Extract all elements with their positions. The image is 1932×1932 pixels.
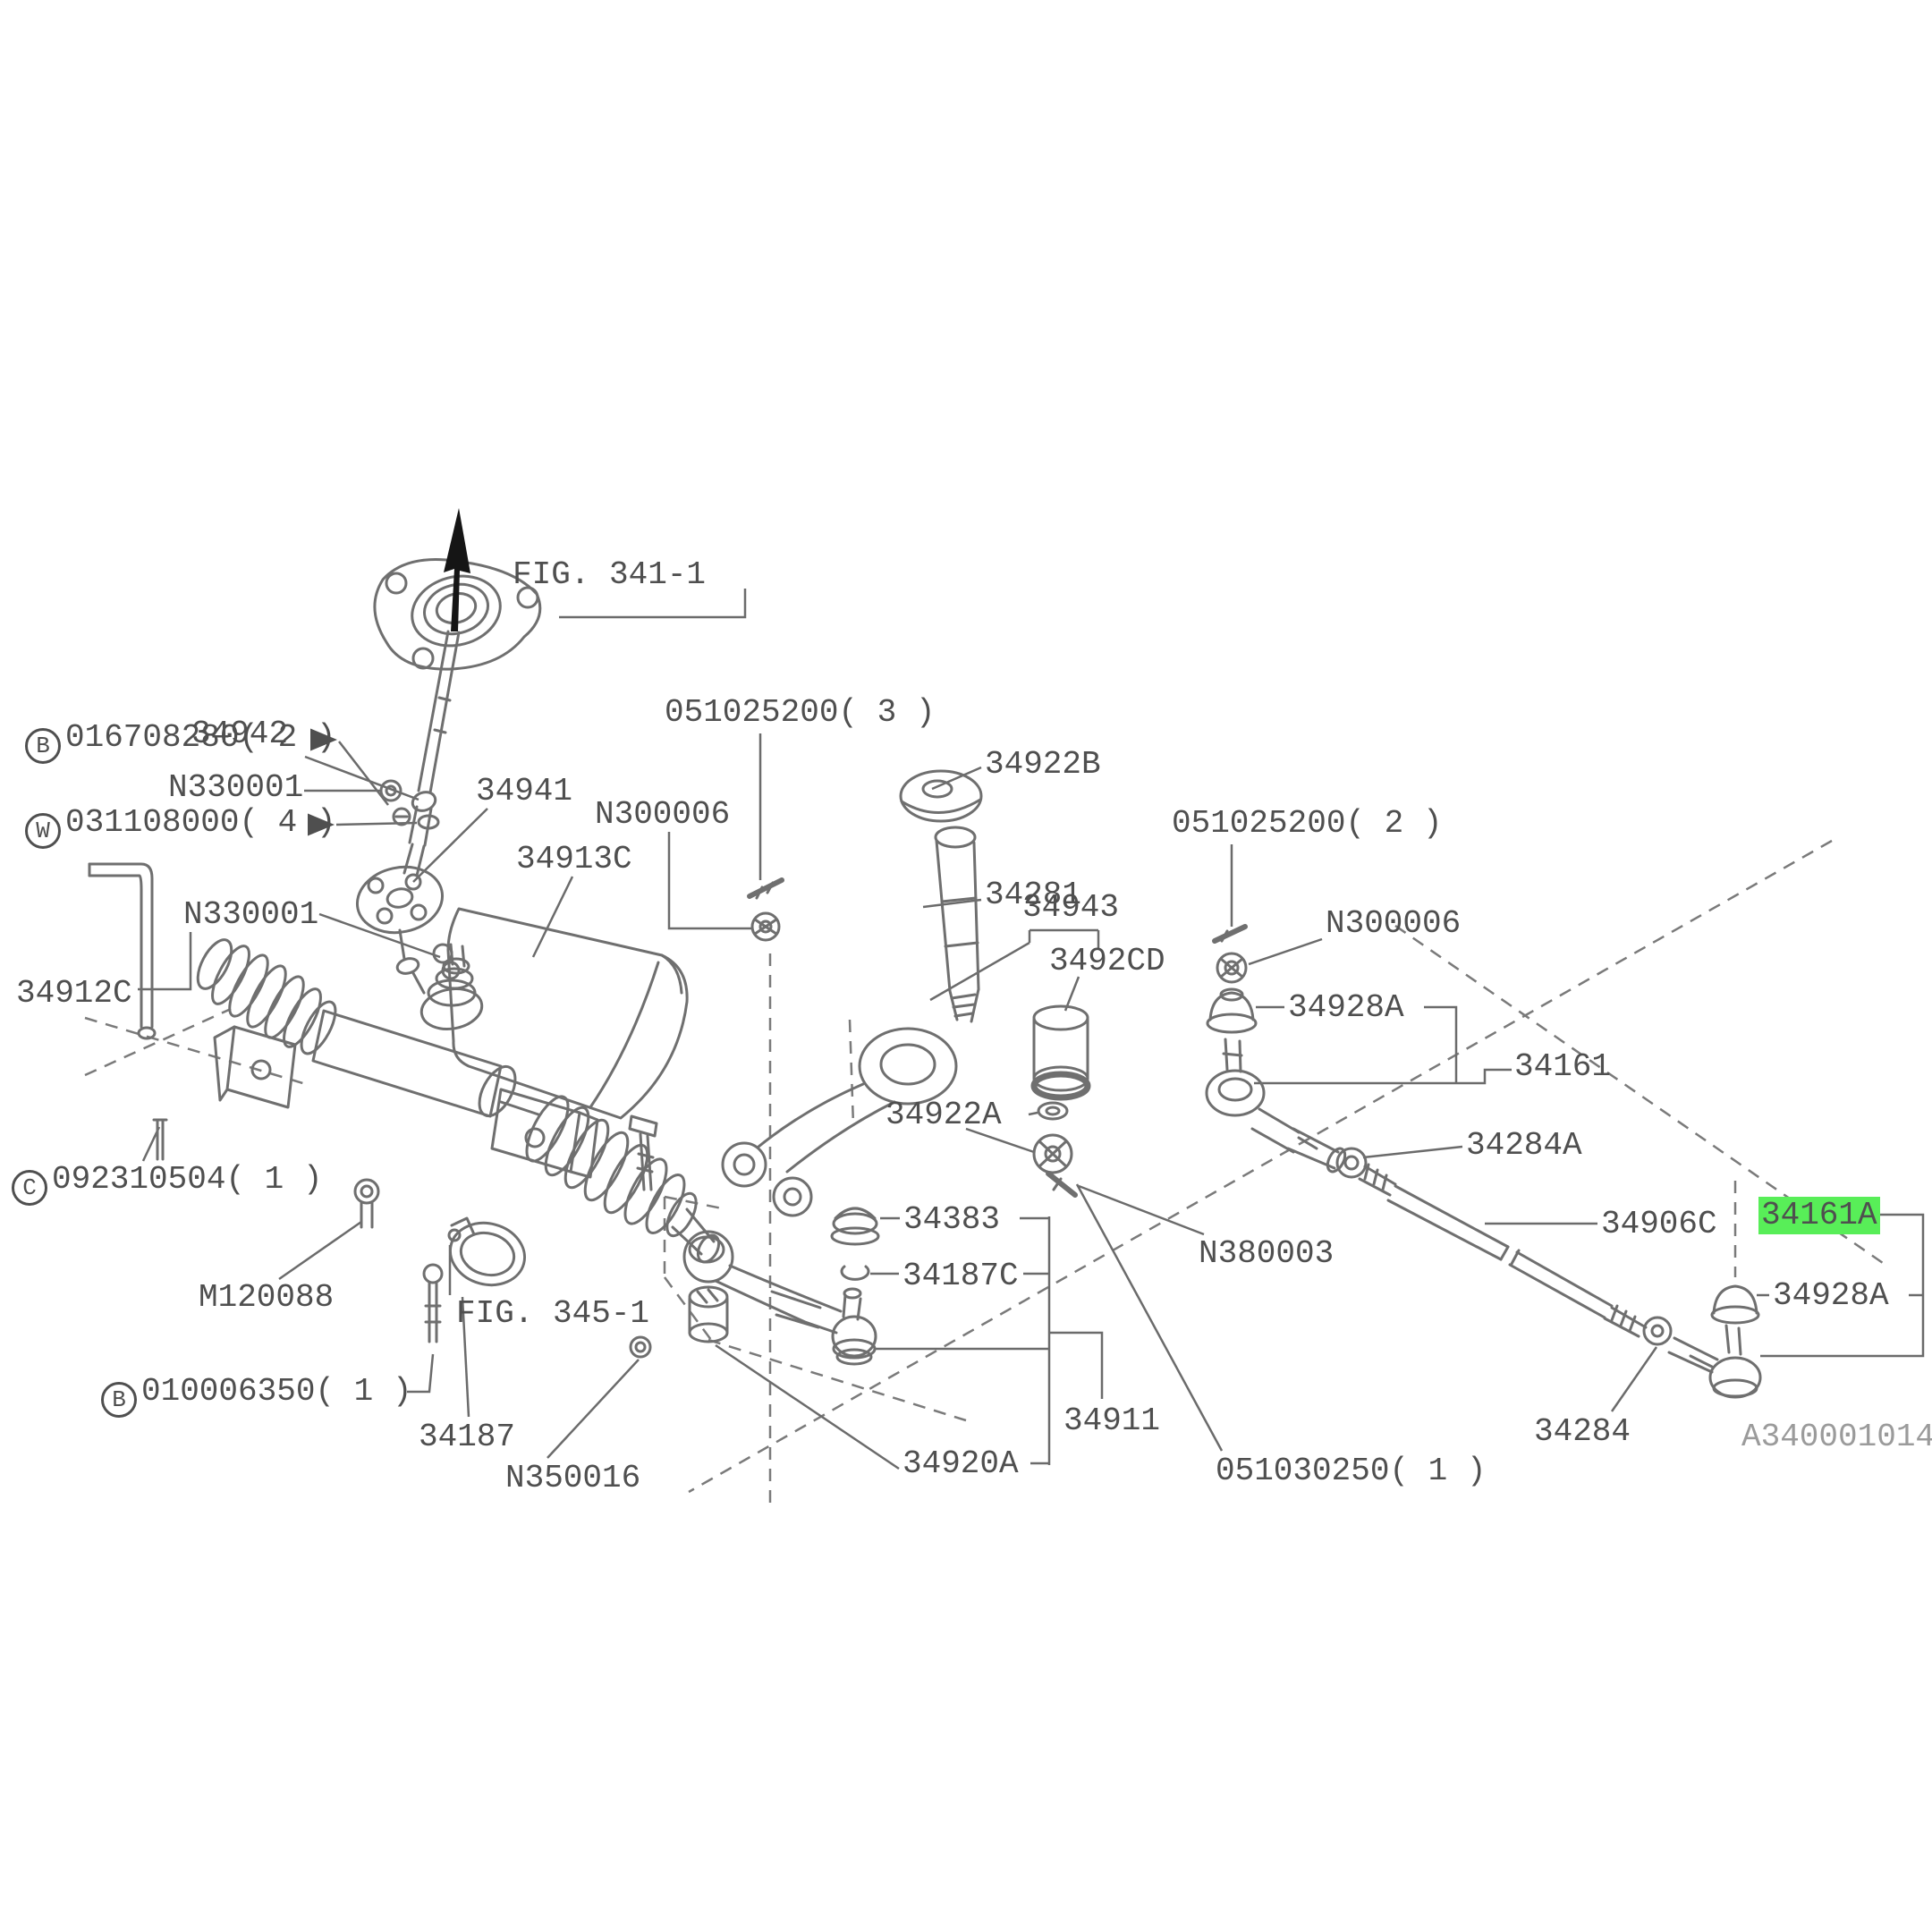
- part-number-text: 031108000( 4 ): [65, 804, 336, 841]
- boot-clamp: [447, 1216, 527, 1287]
- part-number-text: M120088: [199, 1279, 335, 1316]
- part-number-text: 34911: [1063, 1402, 1161, 1439]
- part-number-text: N380003: [1199, 1235, 1335, 1272]
- coupling-flange: [355, 865, 445, 995]
- part-number-text: 34928A: [1288, 989, 1404, 1026]
- part-number-text: 34913C: [516, 841, 632, 877]
- steering-rack: [196, 938, 721, 1264]
- part-label-n350016: N350016: [505, 1460, 640, 1497]
- part-number-text: N350016: [505, 1460, 641, 1496]
- part-label-051025200-3: 051025200( 3 ): [665, 694, 935, 732]
- part-label-34284a: 34284A: [1466, 1127, 1582, 1165]
- center-link: [682, 1207, 880, 1366]
- part-number-text: A340001014: [1741, 1419, 1932, 1455]
- part-number-text: 010006350( 1 ): [141, 1373, 412, 1410]
- part-label-34928a-1: 34928A: [1288, 989, 1404, 1027]
- part-number-text: N330001: [183, 896, 319, 933]
- part-label-34284: 34284: [1534, 1413, 1631, 1451]
- part-label-m120088: M120088: [199, 1279, 334, 1317]
- part-label-n330001-2: N330001: [183, 896, 318, 934]
- part-number-text: 34943: [1022, 889, 1120, 926]
- part-label-fig-341-1: FIG. 341-1: [513, 556, 706, 594]
- part-label-34920a: 34920A: [902, 1445, 1019, 1483]
- part-label-051030250: 051030250( 1 ): [1216, 1453, 1486, 1490]
- part-label-n380003: N380003: [1199, 1235, 1334, 1273]
- tie-rod-assembly: [1205, 924, 1762, 1399]
- part-label-051025200-2: 051025200( 2 ): [1172, 805, 1442, 843]
- idler-arm: [721, 1004, 1091, 1217]
- part-number-text: 34912C: [16, 975, 132, 1012]
- part-label-34906c: 34906C: [1601, 1206, 1717, 1243]
- part-label-34383: 34383: [903, 1201, 1000, 1239]
- part-number-text: 051030250( 1 ): [1216, 1453, 1487, 1489]
- part-label-fig-345-1: FIG. 345-1: [456, 1295, 649, 1333]
- part-label-34161a: 34161A: [1758, 1197, 1880, 1234]
- part-number-text: 34942: [191, 716, 289, 752]
- part-label-34912c: 34912C: [16, 975, 132, 1013]
- part-label-a340001014: A340001014: [1741, 1419, 1932, 1456]
- part-number-text: 34187: [419, 1419, 516, 1455]
- part-label-34922a: 34922A: [886, 1097, 1002, 1134]
- part-label-34911: 34911: [1063, 1402, 1160, 1440]
- part-number-text: 34161: [1514, 1048, 1612, 1085]
- part-label-34281: 34281: [985, 877, 1081, 914]
- part-number-text: N300006: [595, 796, 731, 833]
- circled-w-icon: W: [25, 813, 61, 849]
- leader-lines: [138, 589, 1925, 1470]
- circled-b-icon: B: [25, 728, 61, 764]
- part-label-3492cd: 3492CD: [1049, 943, 1165, 980]
- part-number-text: 34922B: [985, 746, 1101, 783]
- part-label-34942: 34942: [191, 716, 288, 753]
- part-label-n330001-1: N330001: [168, 769, 303, 807]
- part-number-text: 34284A: [1466, 1127, 1582, 1164]
- part-label-n300006-2: N300006: [1326, 905, 1461, 943]
- part-number-text: 34161A: [1758, 1197, 1880, 1234]
- part-label-n300006-1: N300006: [595, 796, 730, 834]
- part-number-text: 016708280( 2 ): [65, 719, 336, 756]
- part-label-34943: 34943: [1022, 889, 1119, 927]
- part-label-34928a-2: 34928A: [1773, 1277, 1889, 1315]
- part-label-34187c: 34187C: [902, 1258, 1019, 1295]
- part-label-34922b: 34922B: [985, 746, 1101, 784]
- part-number-text: 051025200( 3 ): [665, 694, 936, 731]
- part-number-text: 34281: [985, 877, 1082, 913]
- part-number-text: 34941: [476, 773, 573, 809]
- part-number-text: 34922A: [886, 1097, 1002, 1133]
- part-label-34187: 34187: [419, 1419, 515, 1456]
- idler-cap-and-shaft: [747, 769, 983, 1023]
- part-number-text: 34920A: [902, 1445, 1019, 1482]
- part-number-text: N330001: [168, 769, 304, 806]
- part-number-text: FIG. 341-1: [513, 556, 707, 593]
- part-label-34941: 34941: [476, 773, 572, 810]
- part-number-text: 092310504( 1 ): [52, 1161, 323, 1198]
- part-label-34913c: 34913C: [516, 841, 632, 878]
- part-number-text: 34928A: [1773, 1277, 1889, 1314]
- circled-c-icon: C: [12, 1170, 47, 1206]
- part-number-text: N300006: [1326, 905, 1462, 942]
- rack-bolts: [152, 1114, 658, 1359]
- part-label-34161: 34161: [1514, 1048, 1611, 1086]
- up-arrow-icon: [444, 508, 470, 631]
- part-number-text: 34906C: [1601, 1206, 1717, 1242]
- hose-pipe: [88, 862, 157, 1040]
- part-number-text: 051025200( 2 ): [1172, 805, 1443, 842]
- part-number-text: 34383: [903, 1201, 1001, 1238]
- parts-artwork: [88, 508, 1762, 1399]
- part-number-text: 34284: [1534, 1413, 1631, 1450]
- gear-cover: [446, 907, 689, 1120]
- circled-b-icon: B: [101, 1382, 137, 1418]
- part-number-text: FIG. 345-1: [456, 1295, 650, 1332]
- part-number-text: 3492CD: [1049, 943, 1165, 979]
- part-number-text: 34187C: [902, 1258, 1019, 1294]
